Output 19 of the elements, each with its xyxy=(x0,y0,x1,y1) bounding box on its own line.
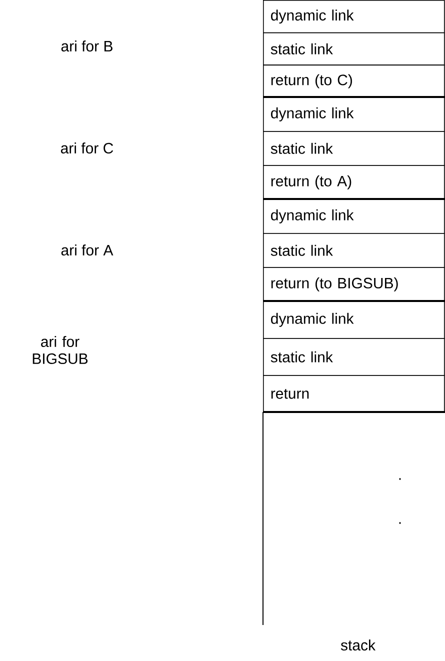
frame-label: ari for C xyxy=(60,142,114,154)
stack-label: stack xyxy=(340,640,376,650)
dot: . xyxy=(399,522,401,524)
stack-cell: dynamic link xyxy=(263,199,445,234)
stack-cell: static link xyxy=(263,131,445,166)
stack-cell: static link xyxy=(263,32,445,66)
frame-label: ari for BIGSUB xyxy=(32,336,88,364)
stack-cell: static link xyxy=(263,233,445,268)
stack-cell: dynamic link xyxy=(263,301,445,339)
dot: . xyxy=(399,478,401,480)
stack-cell: return (to C) xyxy=(263,64,445,98)
stack-cell: static link xyxy=(263,338,445,376)
stack-cell: dynamic link xyxy=(263,97,445,132)
frame-label: ari for B xyxy=(61,40,112,52)
frame-label: ari for A xyxy=(61,244,114,256)
stack-cell: return xyxy=(263,375,445,413)
stack-cell: return (to BIGSUB) xyxy=(263,267,445,302)
stack-cell: return (to A) xyxy=(263,165,445,200)
stack-cell: dynamic link xyxy=(263,0,445,34)
